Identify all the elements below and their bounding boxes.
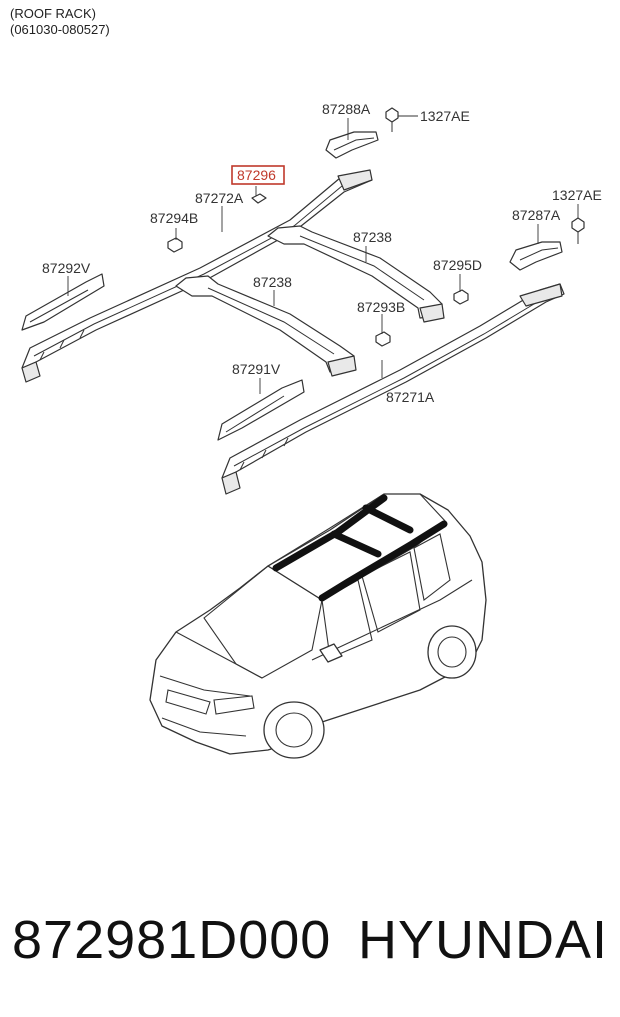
right-front-cover-87291v[interactable] <box>217 379 305 441</box>
bolt-1327ae-right[interactable] <box>571 217 585 244</box>
callout-87238-lower[interactable]: 87238 <box>253 274 292 290</box>
right-roof-rail[interactable] <box>221 283 565 495</box>
clip-87294b[interactable] <box>167 237 183 253</box>
part-number: 872981D000 <box>12 910 332 970</box>
diagram-title: (ROOF RACK) <box>10 6 96 21</box>
callout-87238-upper[interactable]: 87238 <box>353 229 392 245</box>
lower-cross-bar-87238[interactable] <box>175 275 357 377</box>
right-rear-cover-87287a[interactable] <box>509 241 563 271</box>
diagram-header: (ROOF RACK) (061030-080527) <box>10 6 110 38</box>
callout-87296[interactable]: 87296 <box>237 167 276 183</box>
left-roof-rail[interactable] <box>21 169 373 383</box>
footer-part-info: 872981D000 HYUNDAI <box>12 908 608 972</box>
left-rear-cover-87288a[interactable] <box>325 131 379 159</box>
callout-87295d[interactable]: 87295D <box>433 257 482 273</box>
car-illustration <box>149 493 487 759</box>
callout-87288a[interactable]: 87288A <box>322 101 371 117</box>
leader-lines <box>67 115 579 394</box>
callout-87293b[interactable]: 87293B <box>357 299 405 315</box>
callout-1327ae-right[interactable]: 1327AE <box>552 187 602 203</box>
clip-87296[interactable] <box>251 193 267 204</box>
bolt-1327ae-top[interactable] <box>385 107 399 132</box>
callout-87292v[interactable]: 87292V <box>42 260 91 276</box>
clip-87293b[interactable] <box>375 331 391 347</box>
upper-cross-bar-87238[interactable] <box>267 225 445 323</box>
callout-1327ae-top[interactable]: 1327AE <box>420 108 470 124</box>
callout-87271a[interactable]: 87271A <box>386 389 435 405</box>
left-front-cover-87292v[interactable] <box>21 273 105 331</box>
callout-87272a[interactable]: 87272A <box>195 190 244 206</box>
callout-labels: 87288A 1327AE 87296 87272A 1327AE 87287A… <box>42 101 602 405</box>
callout-87291v[interactable]: 87291V <box>232 361 281 377</box>
clip-87295d[interactable] <box>453 289 469 305</box>
brand-name: HYUNDAI <box>357 910 608 970</box>
callout-87294b[interactable]: 87294B <box>150 210 198 226</box>
roof-rack-exploded-diagram: 87288A 1327AE 87296 87272A 1327AE 87287A… <box>21 101 602 759</box>
callout-87287a[interactable]: 87287A <box>512 207 561 223</box>
highlight-box-87296 <box>231 165 285 185</box>
diagram-date-range: (061030-080527) <box>10 22 110 37</box>
